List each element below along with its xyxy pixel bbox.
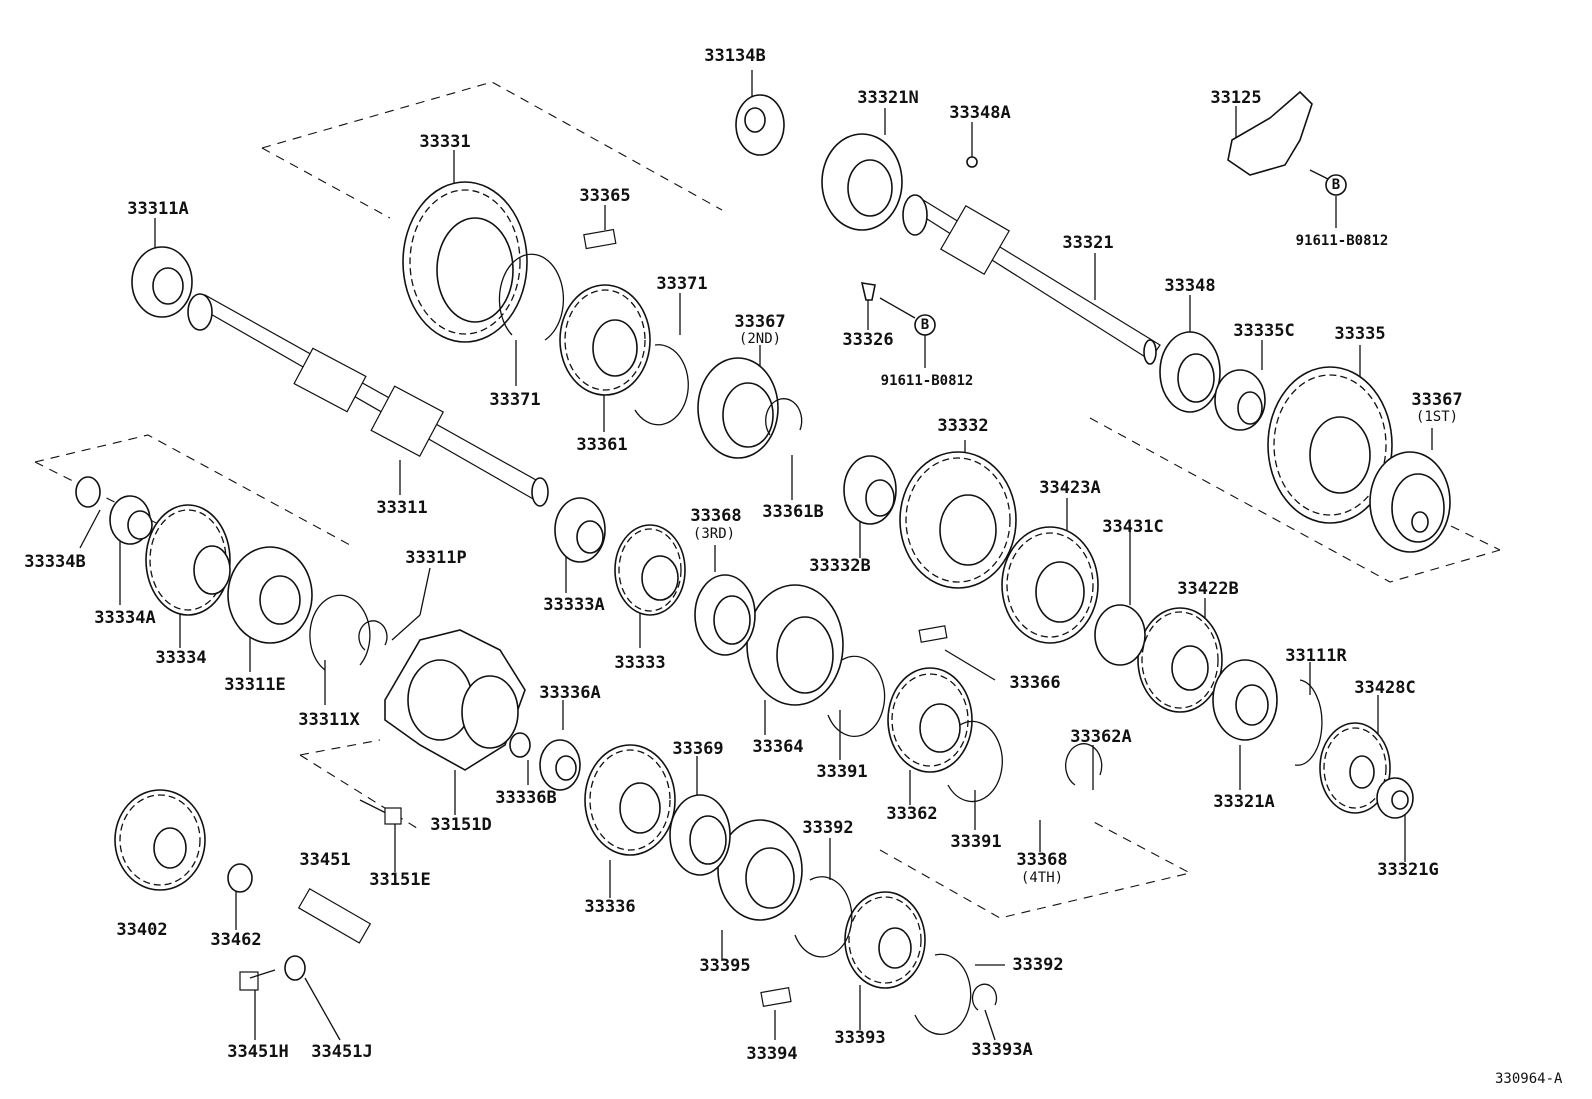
part-label-33335c: 33335C xyxy=(1233,321,1295,341)
part-label-33368-4th: 33368 xyxy=(1016,850,1068,870)
part-label-33364: 33364 xyxy=(752,737,804,757)
gear-note-4th: (4TH) xyxy=(1020,870,1064,886)
part-label-33311e: 33311E xyxy=(224,675,286,695)
part-label-33151d: 33151D xyxy=(430,815,492,835)
part-label-33332: 33332 xyxy=(937,416,989,436)
part-label-33392-b: 33392 xyxy=(1012,955,1064,975)
input-shaft xyxy=(187,293,549,507)
part-label-33366: 33366 xyxy=(1009,673,1061,693)
part-label-33431c: 33431C xyxy=(1102,517,1164,537)
part-label-33391-b: 33391 xyxy=(950,832,1002,852)
bearing-retainer-plate xyxy=(384,629,526,771)
part-label-33368-3rd: 33368 xyxy=(690,506,742,526)
part-label-33361: 33361 xyxy=(576,435,628,455)
part-label-33333a: 33333A xyxy=(543,595,605,615)
part-label-33333: 33333 xyxy=(614,653,666,673)
gear-note-1st: (1ST) xyxy=(1415,409,1459,425)
part-label-33336a: 33336A xyxy=(539,683,601,703)
part-label-33428c: 33428C xyxy=(1354,678,1416,698)
part-label-33111r: 33111R xyxy=(1285,646,1347,666)
part-label-33395: 33395 xyxy=(699,956,751,976)
part-label-33334: 33334 xyxy=(155,648,207,668)
part-label-33394: 33394 xyxy=(746,1044,798,1064)
part-label-33321a: 33321A xyxy=(1213,792,1275,812)
gear-note-3rd: (3RD) xyxy=(692,526,736,542)
part-label-33451: 33451 xyxy=(299,850,351,870)
part-label-33151e: 33151E xyxy=(369,870,431,890)
part-label-33371-bottom: 33371 xyxy=(489,390,541,410)
part-label-33334a: 33334A xyxy=(94,608,156,628)
part-label-33451j: 33451J xyxy=(311,1042,373,1062)
part-label-33365: 33365 xyxy=(579,186,631,206)
part-label-33311p: 33311P xyxy=(405,548,467,568)
part-label-33422b: 33422B xyxy=(1177,579,1239,599)
part-label-33311x: 33311X xyxy=(298,710,360,730)
part-label-33336: 33336 xyxy=(584,897,636,917)
part-label-33134b: 33134B xyxy=(704,46,766,66)
gear-note-2nd: (2ND) xyxy=(738,331,782,347)
part-label-33391-a: 33391 xyxy=(816,762,868,782)
part-label-33332b: 33332B xyxy=(809,556,871,576)
part-label-33334b: 33334B xyxy=(24,552,86,572)
bearing-group xyxy=(109,94,1414,876)
part-label-33362: 33362 xyxy=(886,804,938,824)
snap-ring-group xyxy=(75,253,1323,1035)
gear-group xyxy=(114,181,1451,989)
part-label-33311: 33311 xyxy=(376,498,428,518)
part-label-33367-2nd: 33367 xyxy=(734,312,786,332)
reference-marker-b-mid: B xyxy=(920,317,930,333)
part-label-33393a: 33393A xyxy=(971,1040,1033,1060)
part-label-33321: 33321 xyxy=(1062,233,1114,253)
reference-marker-b-top: B xyxy=(1331,177,1341,193)
part-label-33125: 33125 xyxy=(1210,88,1262,108)
part-label-33402: 33402 xyxy=(116,920,168,940)
small-parts xyxy=(239,90,1313,1008)
part-label-33348: 33348 xyxy=(1164,276,1216,296)
part-label-33371-top: 33371 xyxy=(656,274,708,294)
part-label-33369: 33369 xyxy=(672,739,724,759)
part-label-33361b: 33361B xyxy=(762,502,824,522)
part-label-33336b: 33336B xyxy=(495,788,557,808)
part-label-91611-b0812-top: 91611-B0812 xyxy=(1295,233,1389,249)
illustration-code: 330964-A xyxy=(1495,1071,1563,1087)
part-label-33367-1st: 33367 xyxy=(1411,390,1463,410)
part-label-33321n: 33321N xyxy=(857,88,919,108)
part-label-33393: 33393 xyxy=(834,1028,886,1048)
output-shaft xyxy=(902,194,1161,365)
part-label-33462: 33462 xyxy=(210,930,262,950)
part-label-33321g: 33321G xyxy=(1377,860,1439,880)
part-label-33423a: 33423A xyxy=(1039,478,1101,498)
part-label-91611-b0812-mid: 91611-B0812 xyxy=(880,373,974,389)
part-label-33326: 33326 xyxy=(842,330,894,350)
part-label-33362a: 33362A xyxy=(1070,727,1132,747)
part-label-33331: 33331 xyxy=(419,132,471,152)
part-label-33311a: 33311A xyxy=(127,199,189,219)
part-label-33451h: 33451H xyxy=(227,1042,289,1062)
part-label-33348a: 33348A xyxy=(949,103,1011,123)
circled-references xyxy=(914,174,1347,336)
dashed-group-outlines xyxy=(34,81,1501,919)
part-label-33335: 33335 xyxy=(1334,324,1386,344)
part-label-33392-a: 33392 xyxy=(802,818,854,838)
